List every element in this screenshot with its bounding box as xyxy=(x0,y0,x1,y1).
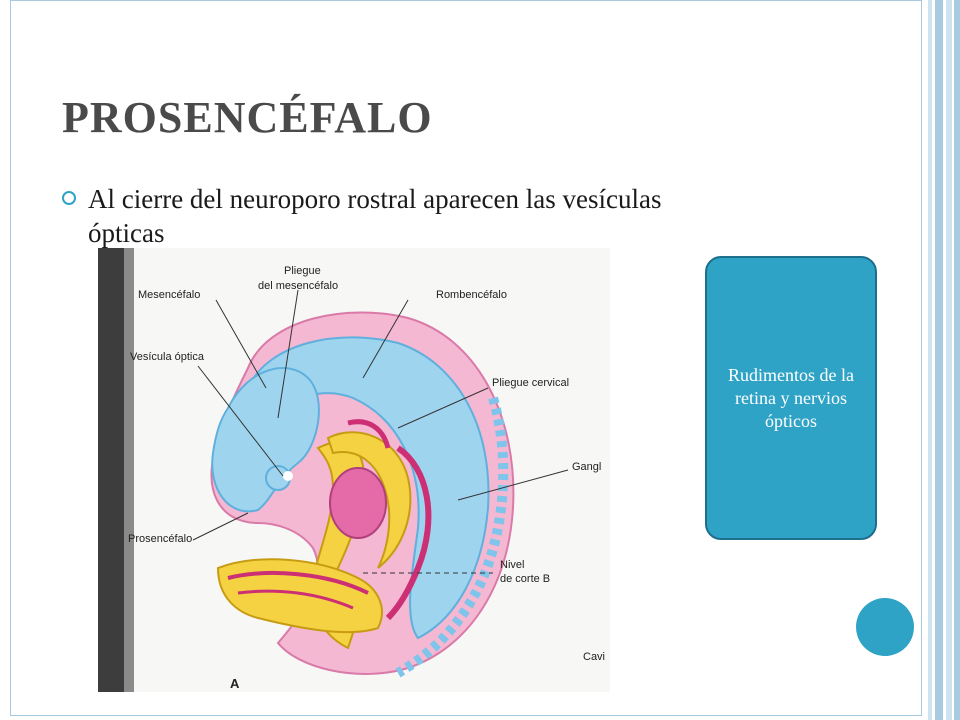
slide-border xyxy=(10,0,922,716)
label-pliegue-mesencefalo-2: del mesencéfalo xyxy=(258,280,338,292)
label-nivel-corte: de corte B xyxy=(500,573,550,585)
label-cavi: Cavi xyxy=(583,651,605,663)
bullet-text: Al cierre del neuroporo rostral aparecen… xyxy=(88,184,662,248)
bullet-circle-icon xyxy=(62,191,76,205)
callout-text: Rudimentos de la retina y nervios óptico… xyxy=(728,364,854,431)
label-panel-a: A xyxy=(230,676,240,691)
label-rombencefalo: Rombencéfalo xyxy=(436,289,507,301)
right-stripe xyxy=(954,0,960,720)
label-mesencefalo: Mesencéfalo xyxy=(138,289,200,301)
bullet-item: Al cierre del neuroporo rostral aparecen… xyxy=(62,182,742,250)
callout-box: Rudimentos de la retina y nervios óptico… xyxy=(705,256,877,540)
label-vesicula-optica: Vesícula óptica xyxy=(130,351,205,363)
label-prosencefalo: Prosencéfalo xyxy=(128,533,192,545)
label-gangl: Gangl xyxy=(572,461,601,473)
embryo-diagram: Mesencéfalo Pliegue del mesencéfalo Romb… xyxy=(98,248,610,692)
label-nivel: Nivel xyxy=(500,559,524,571)
right-stripe xyxy=(928,0,932,720)
label-pliegue-cervical: Pliegue cervical xyxy=(492,377,569,389)
decorative-circle xyxy=(856,598,914,656)
right-stripe xyxy=(935,0,943,720)
slide-title: PROSENCÉFALO xyxy=(62,93,433,142)
right-stripe xyxy=(946,0,952,720)
label-pliegue-mesencefalo: Pliegue xyxy=(284,265,321,277)
